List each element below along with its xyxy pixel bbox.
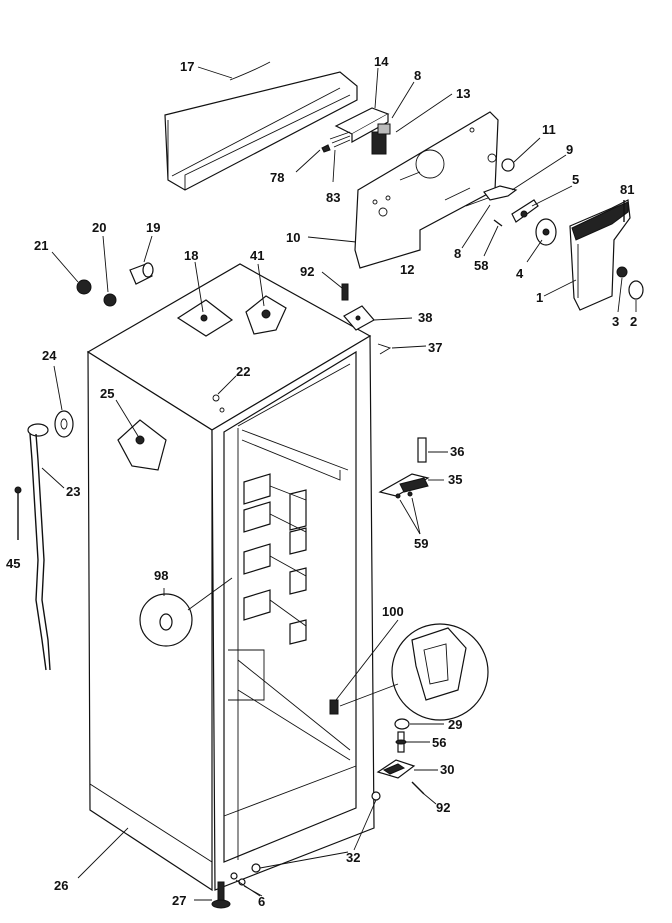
label-45: 45 [6,556,20,571]
label-36: 36 [450,444,464,459]
label-25: 25 [100,386,114,401]
label-37: 37 [428,340,442,355]
label-92b: 92 [436,800,450,815]
label-18: 18 [184,248,198,263]
label-59: 59 [414,536,428,551]
hinge-35 [378,473,430,497]
bulb-2 [628,280,644,300]
label-35: 35 [448,472,462,487]
label-14: 14 [374,54,389,69]
lamp-socket-3 [616,266,628,278]
label-12: 12 [400,262,414,277]
bushing-19 [129,262,154,285]
screws-59 [395,491,413,499]
label-58: 58 [474,258,488,273]
label-9: 9 [566,142,573,157]
label-38: 38 [418,310,432,325]
bracket-18 [176,299,234,337]
label-92a: 92 [300,264,314,279]
label-56: 56 [432,735,446,750]
dial-4 [535,218,557,246]
bracket-14 [334,107,390,144]
plate-25 [117,419,167,471]
grommet-11 [501,158,515,172]
label-4: 4 [516,266,524,281]
control-panel-10 [354,111,499,269]
label-6: 6 [258,894,265,909]
screws-6 [230,872,246,886]
screw-92-top [341,283,349,301]
label-23: 23 [66,484,80,499]
hinge-30 [376,759,416,779]
cap-21 [76,279,92,295]
label-13: 13 [456,86,470,101]
label-27: 27 [172,893,186,908]
screw-45 [14,486,22,540]
switch-13 [371,123,391,155]
label-8b: 8 [454,246,461,261]
bracket-100 [329,623,489,721]
knob-5 [511,199,539,223]
washer-29 [394,718,410,730]
pin-36 [417,437,427,463]
label-32: 32 [346,850,360,865]
label-2: 2 [630,314,637,329]
plug-98 [139,593,193,647]
label-10: 10 [286,230,300,245]
label-98: 98 [154,568,168,583]
label-81: 81 [620,182,634,197]
label-5: 5 [572,172,579,187]
label-17: 17 [180,59,194,74]
cabinet-26 [86,263,375,892]
label-29: 29 [448,717,462,732]
washer-24 [54,410,74,438]
leveler-27 [211,881,231,909]
label-26: 26 [54,878,68,893]
plug-22 [212,394,220,402]
label-24: 24 [42,348,57,363]
label-30: 30 [440,762,454,777]
screw-92-bottom [411,781,425,795]
screws-78-83 [321,131,351,153]
nut-20 [103,293,117,307]
shelf-rails [243,473,307,645]
clip-37 [377,343,392,355]
hinge-rod-23 [27,423,51,671]
label-8a: 8 [414,68,421,83]
label-100: 100 [382,604,404,619]
label-78: 78 [270,170,284,185]
label-3: 3 [612,314,619,329]
label-83: 83 [326,190,340,205]
pin-56 [395,731,407,753]
thermostat-9 [465,185,518,207]
control-housing-1 [569,199,631,311]
label-11: 11 [542,122,556,137]
label-20: 20 [92,220,106,235]
trim-panel-17 [164,61,358,191]
screw-58 [493,219,503,227]
label-19: 19 [146,220,160,235]
label-21: 21 [34,238,48,253]
label-41: 41 [250,248,264,263]
label-1: 1 [536,290,543,305]
label-22: 22 [236,364,250,379]
